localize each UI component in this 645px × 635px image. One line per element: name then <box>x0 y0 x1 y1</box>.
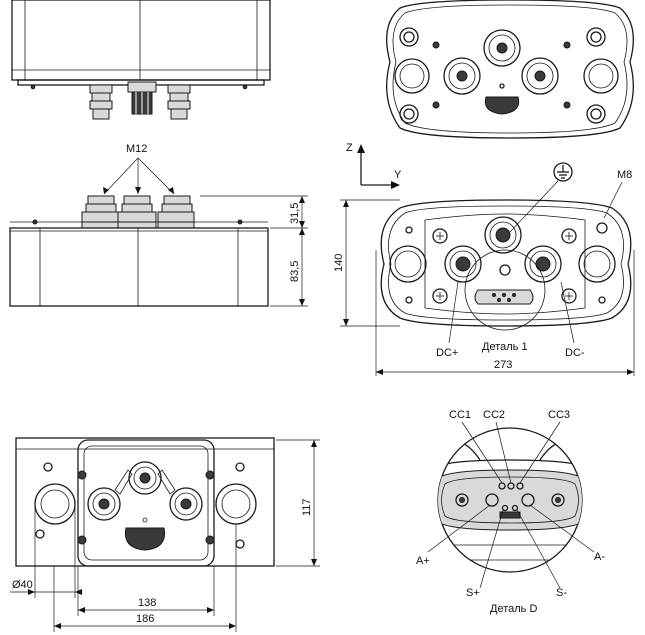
cc3-label: CC3 <box>548 409 570 421</box>
dim-273: 273 <box>494 359 512 371</box>
dc-plus-label: DC+ <box>436 347 458 359</box>
connector-m12-right <box>157 195 195 229</box>
dim-31-5: 31,5 <box>289 203 301 224</box>
axis-z-label: Z <box>346 142 353 154</box>
front-view-top <box>386 0 634 139</box>
m12-label: M12 <box>126 143 147 155</box>
dim-186: 186 <box>136 613 154 625</box>
dim-117: 117 <box>301 498 313 516</box>
connector-m12-left <box>81 195 119 229</box>
detail-1-label: Деталь 1 <box>482 341 528 353</box>
connector-stack-right <box>167 84 191 120</box>
detail-d-view: CC1 CC2 CC3 A+ A- S+ S- Деталь D <box>416 409 605 615</box>
connector-stack-left <box>89 84 113 120</box>
ground-symbol-icon <box>553 162 573 182</box>
cc2-label: CC2 <box>483 409 505 421</box>
a-plus-label: A+ <box>416 555 430 567</box>
dc-minus-label: DC- <box>565 347 585 359</box>
connector-m12-center <box>117 195 157 229</box>
dim-d40: Ø40 <box>12 579 33 591</box>
axis-y-label: Y <box>394 169 402 181</box>
connector-stack-center <box>127 81 157 115</box>
a-minus-label: A- <box>594 551 605 563</box>
dim-138: 138 <box>138 597 156 609</box>
detail-1-circle <box>464 249 546 331</box>
cc1-label: CC1 <box>449 409 471 421</box>
axis-indicator: Z Y <box>346 142 402 189</box>
rear-view: 117 Ø40 138 186 <box>10 437 320 632</box>
s-plus-label: S+ <box>466 587 480 599</box>
detail-d-label: Деталь D <box>490 603 537 615</box>
side-view-top <box>11 0 271 120</box>
dim-140: 140 <box>333 254 345 272</box>
s-minus-label: S- <box>556 587 567 599</box>
m8-label: M8 <box>617 169 632 181</box>
front-view-main: Z Y M8 <box>333 142 635 376</box>
dim-83-5: 83,5 <box>289 261 301 282</box>
side-view-main: M12 <box>9 143 308 307</box>
